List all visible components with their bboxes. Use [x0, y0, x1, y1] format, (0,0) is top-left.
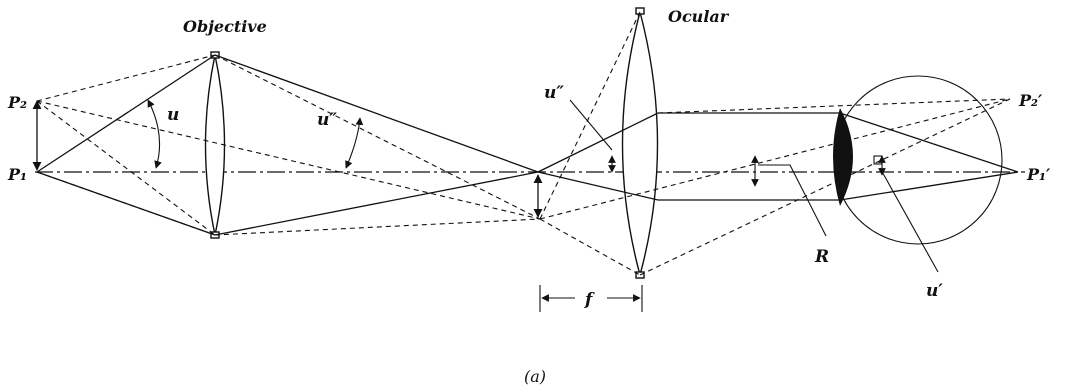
p2-label: P₂	[7, 93, 27, 112]
rays-p2	[36, 54, 541, 236]
ocular-lens	[621, 7, 659, 279]
objective-label: Objective	[183, 17, 267, 36]
r-label: R	[814, 247, 829, 267]
p2-prime-label: P₂′	[1018, 91, 1043, 110]
u-prime-label: u′	[926, 281, 943, 301]
eye-circle	[833, 75, 1003, 245]
p1-prime-label: P₁′	[1026, 165, 1051, 184]
u-prime-pointer	[879, 167, 939, 273]
ocular-label: Ocular	[668, 7, 730, 26]
angle-u-arc	[147, 99, 162, 169]
u2-pointer-line	[569, 99, 613, 151]
objective-lens	[204, 51, 226, 239]
caption: (a)	[524, 367, 546, 386]
r-pointer	[758, 164, 827, 237]
rays-p1	[36, 54, 539, 236]
rays-ocular	[537, 11, 1019, 276]
p1-label: P₁	[7, 165, 27, 184]
f-label: f	[584, 290, 595, 310]
focal-length-dimension	[539, 285, 643, 312]
u-label: u	[167, 105, 179, 125]
u-prime-marker	[873, 155, 883, 165]
angle-u2-arc-left	[345, 117, 364, 169]
u-double-prime-mid-label: u″	[544, 83, 564, 103]
eye-lens	[833, 108, 853, 206]
u-double-prime-left-label: u″	[317, 110, 337, 130]
